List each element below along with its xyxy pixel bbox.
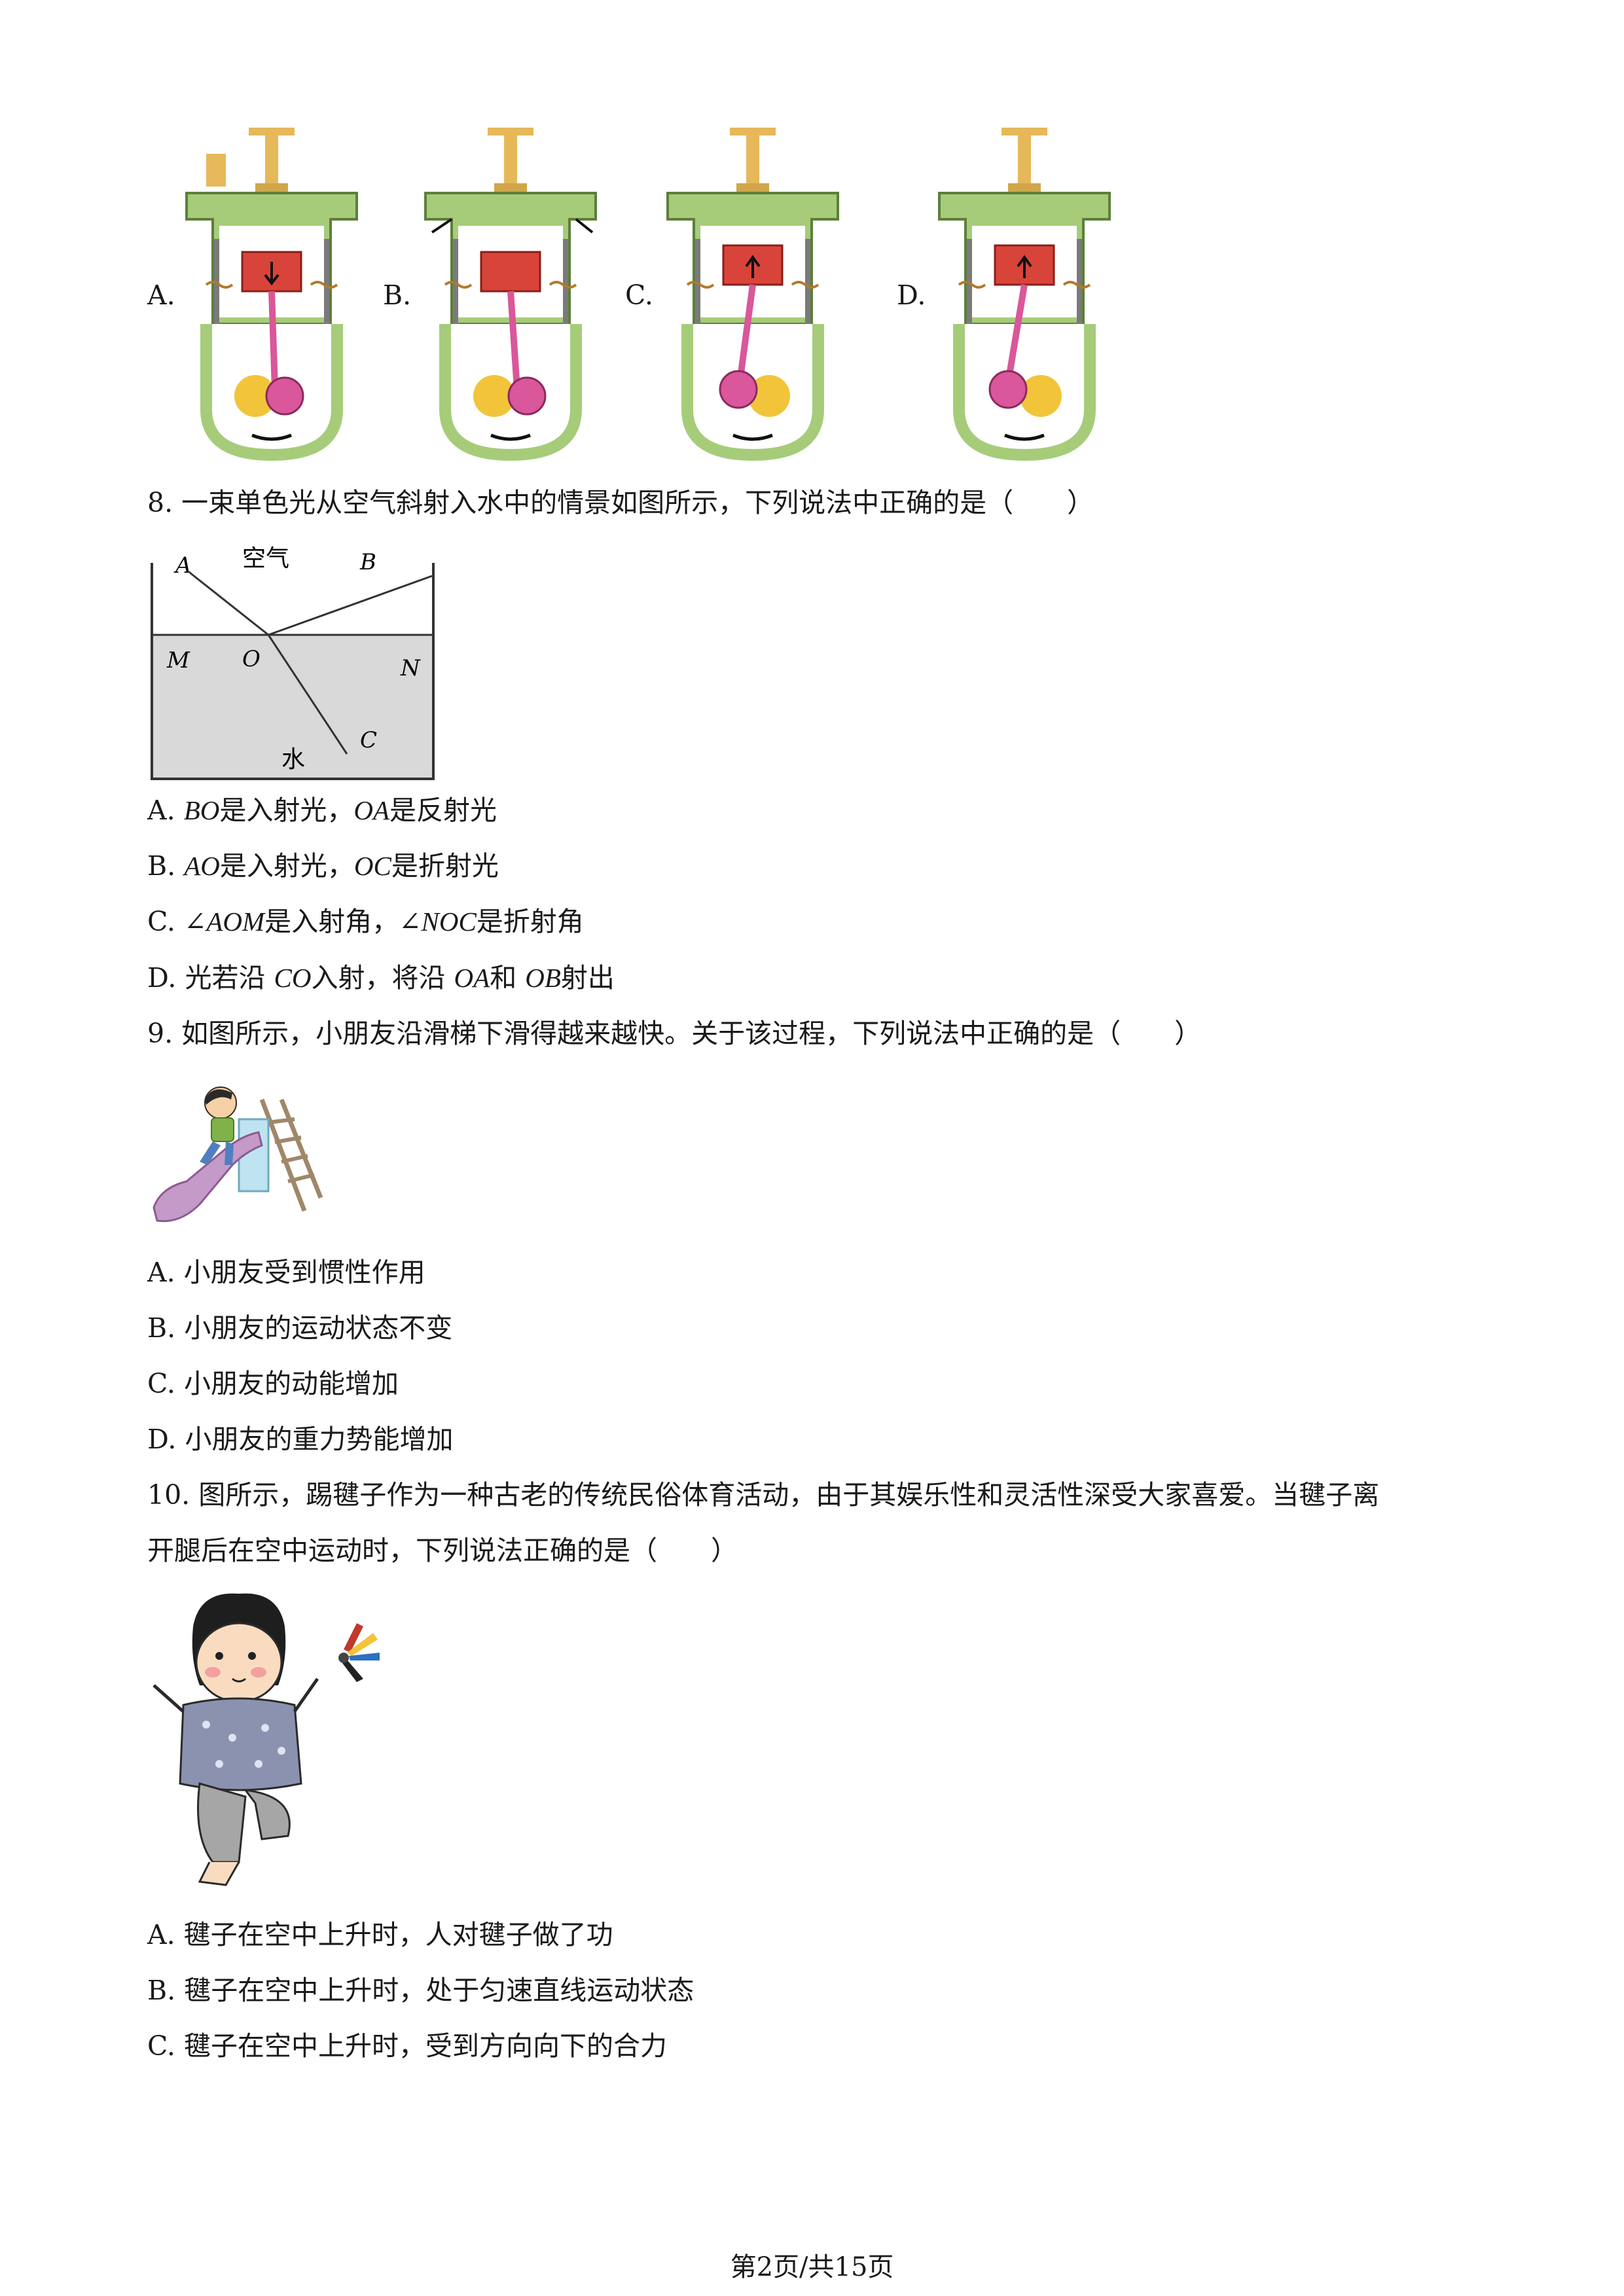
water-region (152, 635, 433, 779)
shuttlecock-icon (338, 1623, 380, 1682)
q8-a-prefix: A. (147, 795, 184, 826)
q8-b-prefix: B. (147, 850, 185, 882)
label-o: O (242, 646, 261, 672)
q10-option-a: A. 毽子在空中上升时，人对毽子做了功 (147, 1919, 613, 1950)
q8-a-var2: OA (353, 795, 389, 825)
ray-oc (267, 634, 348, 755)
engine-d-body (938, 128, 1111, 461)
q8-c-text2: 是折射角 (476, 906, 584, 937)
q8-option-c: C. ∠AOM是入射角，∠NOC是折射角 (147, 905, 584, 939)
q8-d-prefix: D. 光若沿 (147, 962, 274, 994)
q7-option-a-label: A. (147, 279, 175, 311)
label-m: M (166, 647, 190, 673)
q8-b-text1: 是入射光， (219, 850, 354, 882)
slide-illustration (153, 1086, 323, 1223)
q9-stem: 9. 如图所示，小朋友沿滑梯下滑得越来越快。关于该过程，下列说法中正确的是（ ） (147, 1018, 1202, 1049)
q8-c-text1: 是入射角，∠ (264, 906, 422, 937)
q7-option-row: A. B. (0, 118, 1624, 471)
slide-figure (153, 1086, 323, 1223)
q8-d-var1: CO (274, 963, 312, 993)
q8-d-var2: OA (454, 963, 490, 993)
ray-ao (189, 571, 269, 636)
q8-a-var1: BO (183, 795, 220, 825)
label-c: C (360, 727, 377, 753)
q8-a-text2: 是反射光 (389, 795, 497, 826)
q7-option-d-label: D. (897, 279, 926, 311)
label-air: 空气 (242, 545, 289, 572)
q8-d-var3: OB (525, 963, 561, 993)
label-a: A (173, 552, 192, 579)
page-number: 第2页/共15页 (730, 2252, 894, 2282)
engine-diagram-c (666, 128, 839, 461)
q9-option-d: D. 小朋友的重力势能增加 (147, 1424, 454, 1455)
q8-b-var2: OC (353, 851, 391, 881)
q8-option-d: D. 光若沿 CO入射，将沿 OA和 OB射出 (147, 961, 615, 995)
q7-option-b-label: B. (383, 279, 412, 311)
q8-b-text2: 是折射光 (391, 850, 499, 882)
q8-c-prefix: C. ∠ (147, 906, 207, 937)
q9-option-c: C. 小朋友的动能增加 (147, 1368, 399, 1399)
q10-stem-line1: 10. 图所示，踢毽子作为一种古老的传统民俗体育活动，由于其娱乐性和灵活性深受大… (147, 1479, 1380, 1511)
ray-ob (268, 575, 433, 636)
q9-option-b: B. 小朋友的运动状态不变 (147, 1312, 453, 1344)
q8-option-a: A. BO是入射光，OA是反射光 (147, 793, 497, 827)
q8-b-var1: AO (184, 851, 220, 881)
label-n: N (400, 655, 421, 681)
shuttlecock-kick-illustration (153, 1593, 380, 1886)
q8-c-var1: AOM (206, 906, 265, 937)
refraction-diagram: A 空气 B M O N C 水 (151, 545, 435, 780)
q10-stem-line2: 开腿后在空中运动时，下列说法正确的是（ ） (147, 1535, 738, 1566)
q7-option-c-label: C. (625, 279, 653, 311)
engine-diagram-d (938, 128, 1111, 461)
container-outline (151, 563, 435, 780)
q8-c-var2: NOC (421, 906, 477, 937)
q8-stem: 8. 一束单色光从空气斜射入水中的情景如图所示，下列说法中正确的是（ ） (147, 487, 1094, 518)
label-water: 水 (281, 746, 305, 773)
engine-b-body (424, 128, 597, 461)
q8-a-text1: 是入射光， (219, 795, 354, 826)
q10-option-b: B. 毽子在空中上升时，处于匀速直线运动状态 (147, 1975, 695, 2006)
q8-d-text1: 入射，将沿 (311, 962, 454, 994)
q8-d-text2: 和 (490, 962, 526, 994)
engine-diagram-b (424, 128, 597, 461)
label-b: B (359, 549, 376, 575)
engine-c-body (666, 128, 839, 461)
kid-figure (153, 1593, 319, 1886)
q8-option-b: B. AO是入射光，OC是折射光 (147, 849, 499, 883)
engine-a-body (185, 128, 358, 461)
q9-option-a: A. 小朋友受到惯性作用 (147, 1257, 425, 1288)
engine-diagram-a (185, 128, 358, 461)
q10-option-c: C. 毽子在空中上升时，受到方向向下的合力 (147, 2030, 667, 2062)
q8-d-text3: 射出 (560, 962, 615, 994)
